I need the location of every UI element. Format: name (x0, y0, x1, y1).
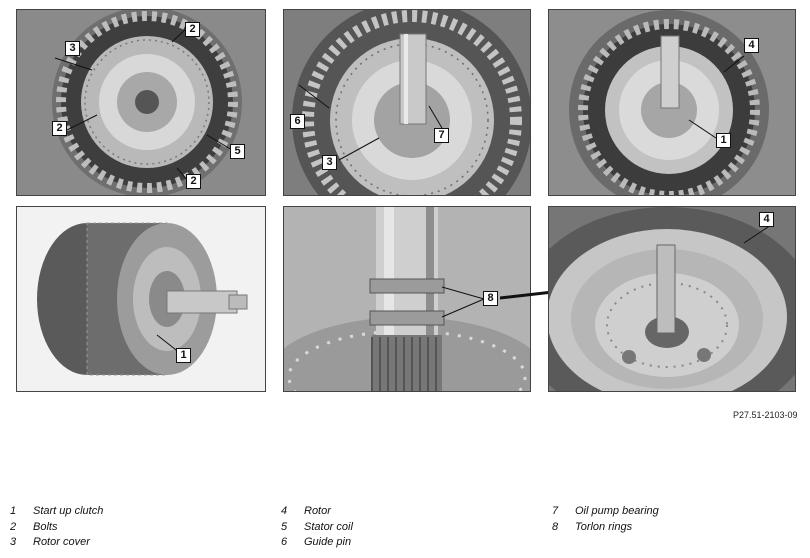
figure-reference: P27.51-2103-09 (733, 410, 798, 420)
callout-3: 3 (65, 41, 80, 56)
legend-item: 8 Torlon rings (552, 521, 659, 537)
legend-item: 1 Start up clutch (10, 505, 103, 521)
legend-text: Oil pump bearing (575, 505, 659, 517)
legend-column-3: 7 Oil pump bearing 8 Torlon rings (552, 505, 659, 536)
photo-1-image (17, 10, 265, 195)
legend-text: Bolts (33, 520, 58, 533)
legend-text: Guide pin (304, 536, 352, 548)
photo-rotor-startup-clutch (548, 9, 796, 196)
photo-2-image (284, 10, 530, 195)
callout-2: 2 (52, 121, 67, 136)
photo-rotor-cover-bolts (16, 9, 266, 196)
callout-6: 6 (290, 114, 305, 129)
legend-text: Rotor cover (33, 536, 90, 548)
legend-item: 3 Rotor cover (10, 536, 103, 552)
legend-text: Rotor (304, 505, 331, 517)
legend-number: 1 (10, 505, 17, 517)
photo-startup-clutch-assembly (16, 206, 266, 392)
legend-number: 2 (10, 520, 17, 533)
legend-item: 2 Bolts (10, 521, 103, 537)
photo-4-image (17, 207, 265, 391)
callout-7: 7 (434, 128, 449, 143)
legend-column-1: 1 Start up clutch 2 Bolts 3 Rotor cover (10, 505, 103, 552)
legend-text: Stator coil (304, 520, 353, 533)
callout-1: 1 (176, 348, 191, 363)
callout-3: 3 (322, 155, 337, 170)
legend-item: 6 Guide pin (281, 536, 353, 552)
callout-2: 2 (185, 22, 200, 37)
legend-number: 6 (281, 536, 288, 548)
legend-number: 4 (281, 505, 288, 517)
callout-4: 4 (744, 38, 759, 53)
legend-text: Torlon rings (575, 520, 633, 533)
callout-1: 1 (716, 133, 731, 148)
legend-column-2: 4 Rotor 5 Stator coil 6 Guide pin (281, 505, 353, 552)
photo-3-image (549, 10, 795, 195)
callout-8: 8 (483, 291, 498, 306)
legend-text: Start up clutch (33, 505, 104, 517)
photo-rotor-housing (548, 206, 796, 392)
legend-number: 5 (281, 520, 288, 533)
legend-number: 8 (552, 520, 559, 533)
legend-number: 3 (10, 536, 17, 548)
photo-guide-pin-bearing (283, 9, 531, 196)
legend-number: 7 (552, 505, 559, 517)
legend-item: 7 Oil pump bearing (552, 505, 659, 521)
callout-2: 2 (186, 174, 201, 189)
callout-5: 5 (230, 144, 245, 159)
legend-item: 5 Stator coil (281, 521, 353, 537)
legend-item: 4 Rotor (281, 505, 353, 521)
photo-6-image (549, 207, 795, 391)
callout-4: 4 (759, 212, 774, 227)
